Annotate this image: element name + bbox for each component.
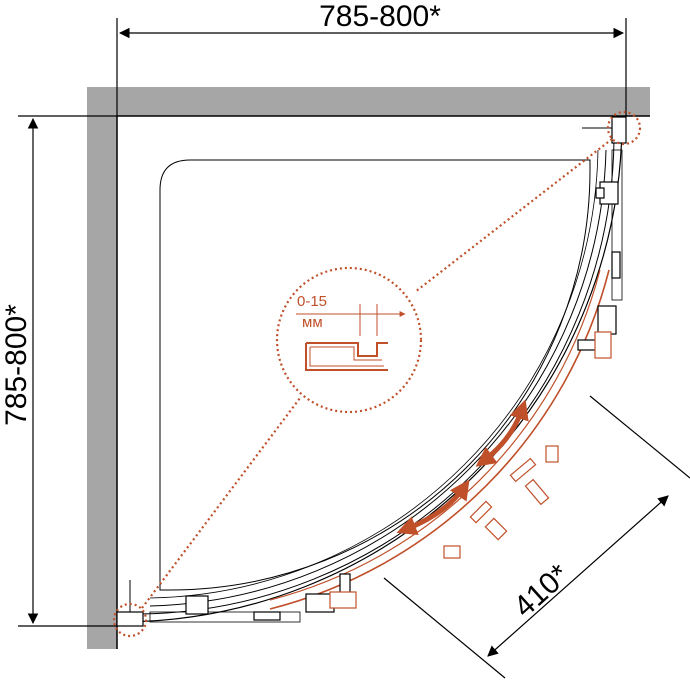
door-opening-label: 410*: [508, 558, 576, 624]
width-dimension: 785-800*: [116, 0, 627, 116]
depth-dimension-label: 785-800*: [0, 304, 33, 426]
gap-range-label: 0-15: [297, 293, 327, 310]
width-dimension-label: 785-800*: [319, 0, 441, 33]
sliding-direction-arrows: [396, 399, 529, 536]
walls: [87, 87, 650, 649]
gap-detail-callout: 0-15 мм: [112, 110, 642, 638]
sliding-door-panels: [269, 269, 610, 610]
depth-dimension: 785-800*: [0, 115, 117, 627]
side-wall: [87, 87, 117, 649]
corner-marker-bottom: [112, 602, 148, 638]
detail-magnifier-circle: [275, 266, 423, 414]
gap-unit-label: мм: [302, 314, 323, 331]
corner-marker-top: [606, 110, 642, 146]
back-wall: [87, 87, 650, 116]
door-opening-dimension: 410*: [383, 395, 690, 679]
enclosure-rails: [119, 119, 623, 623]
roller-hardware: [185, 181, 621, 621]
wall-profiles: [116, 116, 627, 627]
